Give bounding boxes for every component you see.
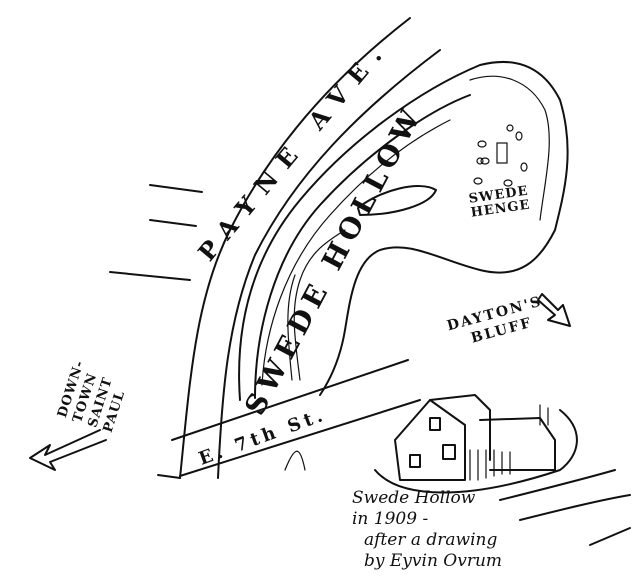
caption-line4: by Eyvin Ovrum xyxy=(364,551,503,571)
payne-ave-road xyxy=(179,17,411,479)
arrow-downtown-icon xyxy=(29,429,107,471)
swede-hollow-outline xyxy=(238,60,569,401)
caption-line3: after a drawing xyxy=(364,530,498,550)
pond xyxy=(357,185,437,216)
e-7th-st-road xyxy=(171,359,409,441)
side-street xyxy=(149,184,203,193)
creek xyxy=(293,229,346,381)
caption: Swede Hollow in 1909 - after a drawing b… xyxy=(352,488,502,572)
caption-line2: in 1909 - xyxy=(352,509,429,529)
house-sketch xyxy=(374,394,631,546)
arrow-daytons-bluff-icon xyxy=(537,293,571,327)
henge-stones xyxy=(473,124,528,187)
caption-line1: Swede Hollow xyxy=(352,488,476,508)
